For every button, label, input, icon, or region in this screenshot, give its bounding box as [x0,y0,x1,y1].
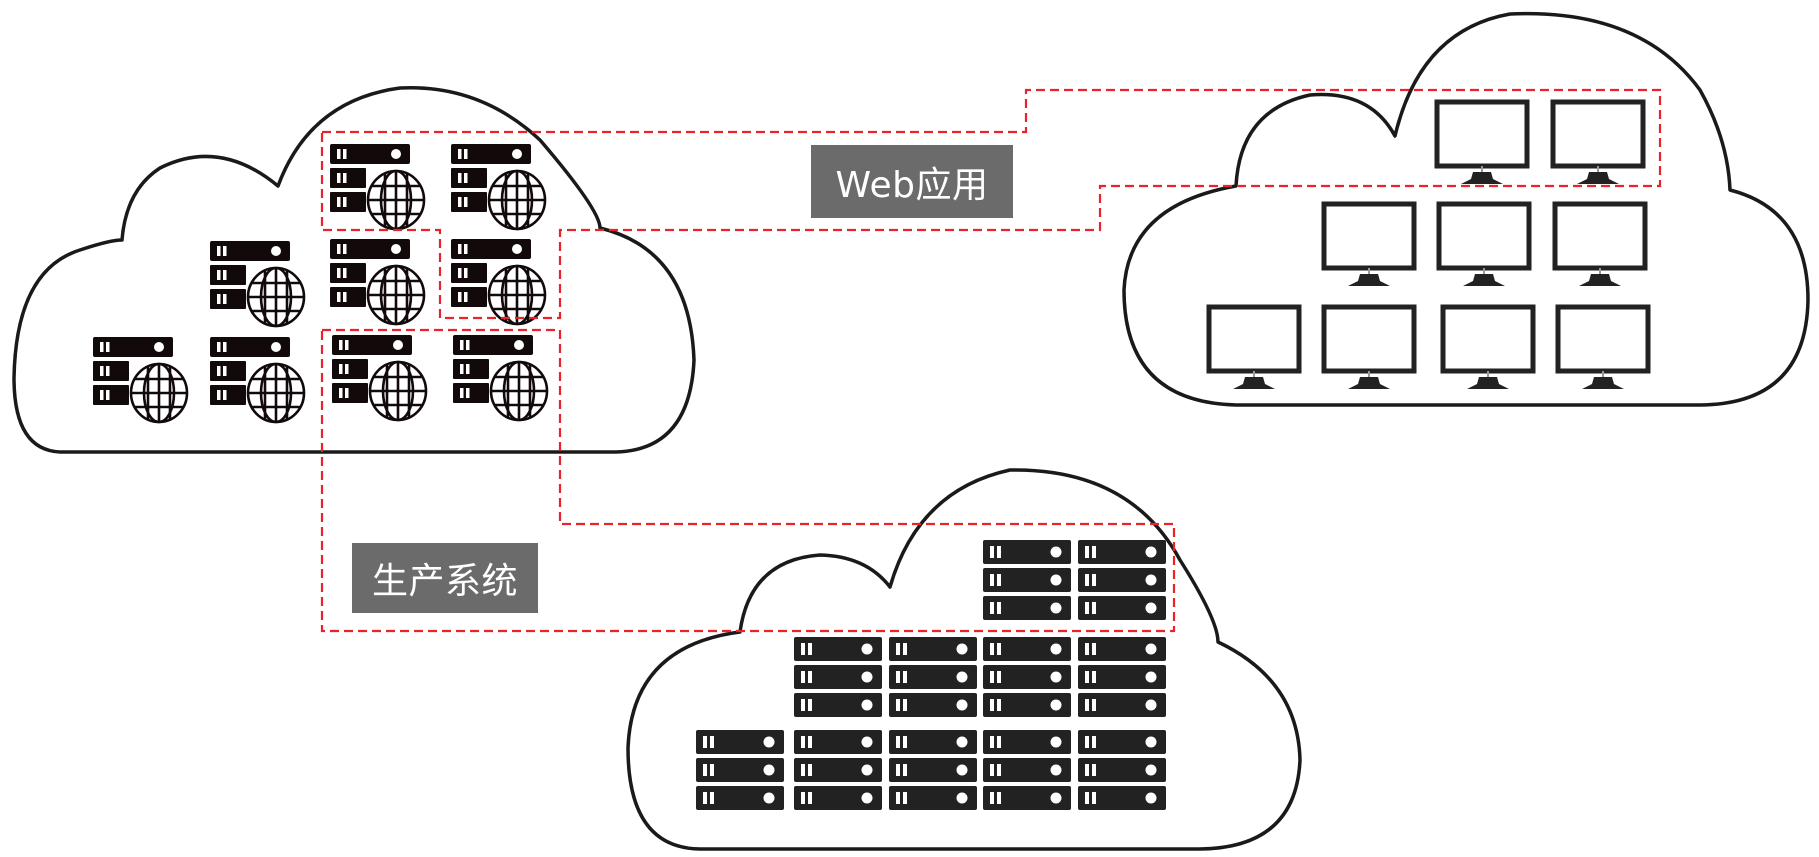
database-cloud [626,468,1302,851]
server-rack-icon [1078,637,1166,717]
server-rack-icon [983,637,1071,717]
server-rack-icon [1078,540,1166,620]
server-rack-icon [794,730,882,810]
production-system-group-border [320,328,1176,633]
server-rack-icon [889,730,977,810]
server-rack-icon [1078,730,1166,810]
server-rack-icon [696,730,784,810]
server-rack-icon [983,540,1071,620]
client-cloud [1122,11,1810,407]
server-rack-icon [889,637,977,717]
server-rack-icon [983,730,1071,810]
server-rack-icon [794,637,882,717]
web-server-cloud [12,85,696,454]
web-app-group-border [320,88,1662,320]
production-system-label: 生产系统 [352,543,538,613]
web-app-label: Web应用 [811,145,1013,218]
